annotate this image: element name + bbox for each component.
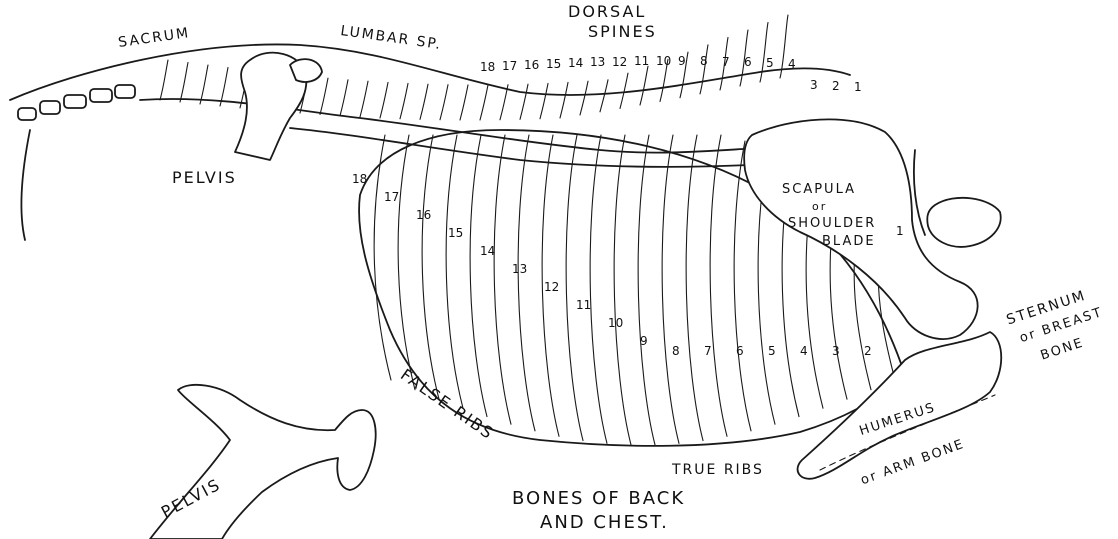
- spinous-process: [440, 85, 448, 120]
- rib-number: 16: [416, 208, 431, 222]
- title-line-2: AND CHEST.: [540, 512, 669, 533]
- label-scapula: SCAPULA: [782, 182, 856, 197]
- spinous-process: [560, 82, 568, 118]
- rib-number: 6: [736, 344, 744, 358]
- label-shoulder: SHOULDER: [788, 216, 876, 231]
- rib-number: 7: [704, 344, 712, 358]
- spine-number: 14: [568, 56, 583, 70]
- label-pelvis-top: PELVIS: [172, 168, 237, 187]
- spine-number: 8: [700, 54, 708, 68]
- spinous-process: [220, 67, 228, 106]
- spinous-process: [460, 85, 468, 120]
- spinous-process: [580, 81, 588, 115]
- spinous-process: [480, 85, 488, 120]
- spine-number: 7: [722, 55, 730, 69]
- spinous-process: [640, 66, 648, 105]
- rib: [686, 135, 703, 441]
- spinous-process: [400, 83, 408, 118]
- spinous-process: [420, 84, 428, 119]
- pelvis-bone-lower: [150, 385, 376, 539]
- label-true-ribs: TRUE RIBS: [672, 462, 764, 478]
- spine-number: 6: [744, 55, 752, 69]
- rib-number: 12: [544, 280, 559, 294]
- spine-number: 11: [634, 54, 649, 68]
- spine-number: 10: [656, 54, 671, 68]
- spine-number: 12: [612, 55, 627, 69]
- rib: [494, 135, 511, 424]
- label-spines: SPINES: [588, 22, 657, 41]
- spinous-process: [380, 82, 388, 118]
- spinous-process: [760, 23, 768, 82]
- spine-number: 15: [546, 57, 561, 71]
- rib: [662, 135, 679, 443]
- label-dorsal: DORSAL: [568, 2, 646, 21]
- spinous-process: [320, 78, 328, 114]
- rib: [446, 135, 463, 408]
- rib-number: 10: [608, 316, 623, 330]
- label-scapula-or: or: [812, 200, 827, 213]
- spinous-process: [540, 83, 548, 118]
- spine-number: 4: [788, 57, 796, 71]
- vertebral-bodies: [140, 99, 760, 153]
- rib-number: 1: [896, 224, 904, 238]
- rib: [470, 135, 487, 417]
- rib-number: 17: [384, 190, 399, 204]
- spinous-process: [600, 80, 608, 112]
- neck-vertebrae: [927, 198, 1000, 247]
- spine-number: 18: [480, 60, 495, 74]
- hind-leg-outline: [21, 130, 30, 240]
- rib: [518, 135, 535, 431]
- spinous-process: [360, 81, 368, 117]
- rib: [374, 135, 391, 380]
- label-blade: BLADE: [822, 234, 876, 249]
- rib-number: 18: [352, 172, 367, 186]
- title-line-1: BONES OF BACK: [512, 488, 685, 509]
- humerus: [798, 332, 1002, 479]
- spine-number: 2: [832, 79, 840, 93]
- spine-number: 13: [590, 55, 605, 69]
- rib: [590, 135, 607, 443]
- spine-number: 9: [678, 54, 686, 68]
- spinous-process: [340, 80, 348, 116]
- rib-number: 9: [640, 334, 648, 348]
- rib: [422, 135, 439, 399]
- rib-number: 3: [832, 344, 840, 358]
- rib-number: 11: [576, 298, 591, 312]
- spinous-process: [160, 60, 168, 100]
- spinous-process: [700, 45, 708, 94]
- spine-number: 3: [810, 78, 818, 92]
- back-contour: [10, 44, 850, 100]
- spine-number: 17: [502, 59, 517, 73]
- rib-number: 2: [864, 344, 872, 358]
- spinous-process: [520, 84, 528, 119]
- spine-number: 5: [766, 56, 774, 70]
- rib: [638, 135, 655, 445]
- rib: [566, 135, 583, 441]
- spine-number: 16: [524, 58, 539, 72]
- rib-number: 5: [768, 344, 776, 358]
- rib-number: 14: [480, 244, 495, 258]
- spinous-process: [200, 65, 208, 104]
- rib: [710, 135, 727, 436]
- spine-number: 1: [854, 80, 862, 94]
- rib: [614, 135, 631, 445]
- spinous-process: [180, 63, 188, 102]
- spinous-process: [500, 85, 508, 120]
- rib-number: 8: [672, 344, 680, 358]
- rib: [734, 141, 751, 431]
- rib-number: 13: [512, 262, 527, 276]
- rib-number: 15: [448, 226, 463, 240]
- rib-number: 4: [800, 344, 808, 358]
- spinous-process: [620, 73, 628, 108]
